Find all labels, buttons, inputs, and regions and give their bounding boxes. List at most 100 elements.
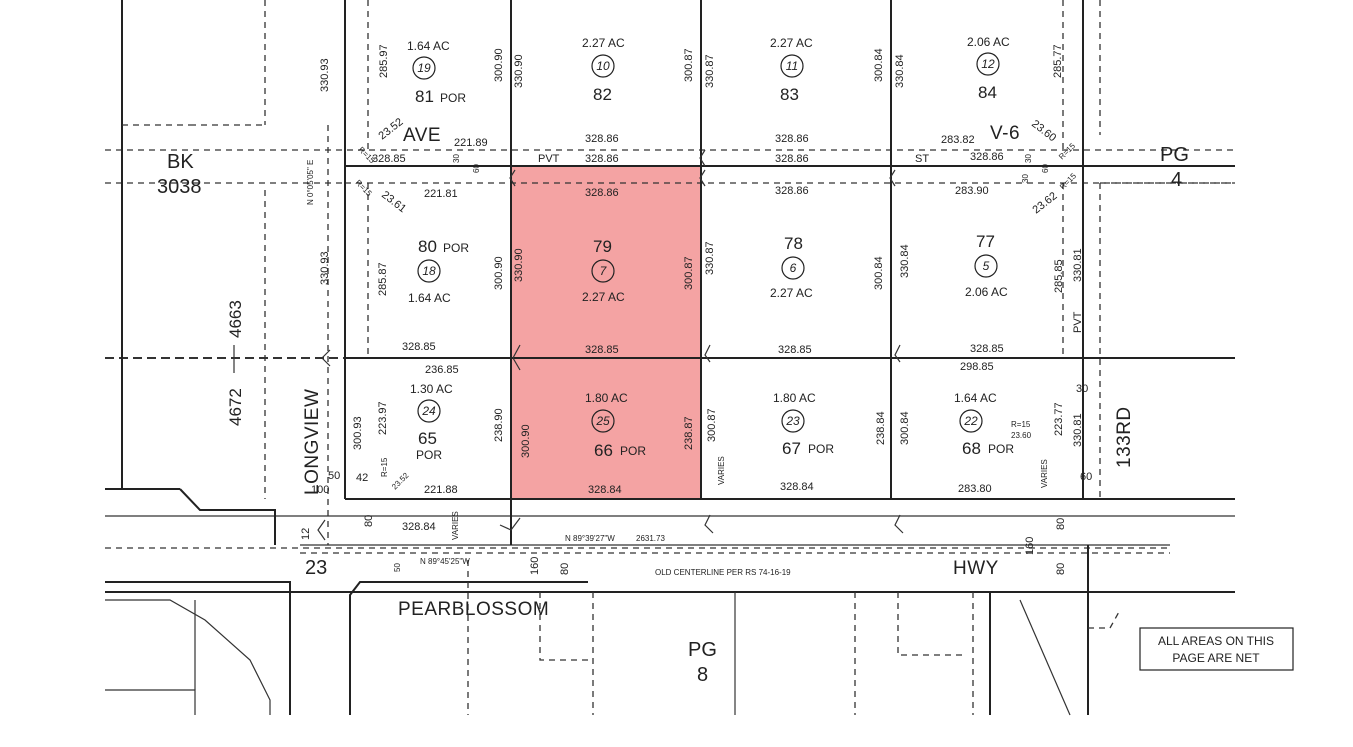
acres: 1.80 AC <box>585 391 628 405</box>
parcel-number: 6 <box>790 261 797 275</box>
acres: 1.80 AC <box>773 391 816 405</box>
acres: 2.27 AC <box>582 36 625 50</box>
dim: 300.84 <box>899 411 911 445</box>
dim: 238.87 <box>683 416 695 450</box>
bk-number: 3038 <box>157 176 202 198</box>
dim: 42 <box>356 472 368 484</box>
street-v6: V-6 <box>990 123 1020 144</box>
bk-label: BK <box>167 151 194 173</box>
dim: 328.86 <box>585 187 619 199</box>
lot-number: 80 <box>418 237 437 256</box>
dim: 328.84 <box>588 484 622 496</box>
dim: 328.84 <box>780 481 814 493</box>
dim: 330.81 <box>1072 248 1084 282</box>
dim: N 0°05'05" E <box>306 160 315 205</box>
dim: R=15 <box>354 178 374 198</box>
dim: 328.85 <box>778 344 812 356</box>
dim: 300.90 <box>493 48 505 82</box>
note-box: ALL AREAS ON THIS PAGE ARE NET <box>1139 627 1294 671</box>
dim: 60 <box>1080 471 1092 483</box>
dim: 221.81 <box>424 188 458 200</box>
street-ave: AVE <box>403 125 441 146</box>
acres: 2.27 AC <box>582 290 625 304</box>
dim: 328.86 <box>585 133 619 145</box>
dim: 330.87 <box>704 54 716 88</box>
lots-top-row: 1.64 AC 19 81 POR 2.27 AC 10 82 2.27 AC … <box>407 35 1010 106</box>
dim: VARIES <box>451 511 460 540</box>
dim: 330.93 <box>319 251 331 285</box>
dim: 328.86 <box>775 185 809 197</box>
dim: R=15 <box>1058 171 1078 191</box>
parcel-number: 11 <box>786 59 798 73</box>
dim: 330.84 <box>899 244 911 278</box>
dim: 328.85 <box>402 341 436 353</box>
dim: N 89°45'25"W <box>420 557 470 566</box>
lots-middle-row: 80 POR 18 1.64 AC 79 7 2.27 AC 78 6 2.27… <box>408 232 1008 305</box>
dim: 328.86 <box>775 153 809 165</box>
dim: 12 <box>300 528 312 540</box>
dim: 330.87 <box>704 241 716 275</box>
lot-suffix: POR <box>443 241 469 255</box>
dim: 30 <box>1021 174 1030 183</box>
dim: 223.77 <box>1053 402 1065 436</box>
dim: 300.87 <box>706 408 718 442</box>
lot-number: 67 <box>782 439 801 458</box>
lot-number: 66 <box>594 441 613 460</box>
highlighted-parcel-7[interactable] <box>511 167 701 359</box>
pg-right-number: 4 <box>1171 169 1182 191</box>
acres: 2.06 AC <box>965 285 1008 299</box>
lot-suffix: POR <box>808 442 834 456</box>
note-line-2: PAGE ARE NET <box>1172 651 1260 665</box>
parcel-number: 5 <box>983 259 990 273</box>
dim: VARIES <box>1040 459 1049 488</box>
dim: 50 <box>393 563 402 572</box>
lot-number: 82 <box>593 85 612 104</box>
parcel-number: 22 <box>963 414 978 428</box>
dim: 80 <box>1055 518 1067 530</box>
street-hwy: HWY <box>953 558 999 579</box>
lot-number: 79 <box>593 237 612 256</box>
dim: 23.52 <box>376 116 405 142</box>
ref-4663: 4663 <box>226 300 245 338</box>
street-labels: AVE V-6 ST LONGVIEW PEARBLOSSOM HWY 133R… <box>302 123 1135 620</box>
dim: 23.62 <box>1030 190 1059 216</box>
lot-number: 84 <box>978 83 997 102</box>
dim: 160 <box>529 557 541 575</box>
street-133rd: 133RD <box>1114 406 1135 468</box>
dim: PVT <box>538 153 560 165</box>
dim: 300.93 <box>352 416 364 450</box>
dim: 30 <box>1024 154 1033 163</box>
dim: 236.85 <box>425 364 459 376</box>
parcel-number: 24 <box>421 404 436 418</box>
parcel-number: 7 <box>600 264 608 278</box>
dim: 30 <box>452 154 461 163</box>
dim: R=15 <box>1057 141 1077 161</box>
dim: 300.90 <box>493 256 505 290</box>
lot-number: 81 <box>415 87 434 106</box>
dim: 300.84 <box>873 256 885 290</box>
acres: 1.64 AC <box>954 391 997 405</box>
dim: 23.61 <box>379 189 408 215</box>
dim: 238.90 <box>493 408 505 442</box>
dim: 330.93 <box>319 58 331 92</box>
arrow-marks <box>317 149 904 541</box>
lot-number: 68 <box>962 439 981 458</box>
highlighted-parcel-25[interactable] <box>511 359 701 499</box>
dim: 283.80 <box>958 483 992 495</box>
dim: 60 <box>472 164 481 173</box>
parcel-number: 25 <box>595 414 610 428</box>
ref-23: 23 <box>305 557 327 579</box>
dim: VARIES <box>717 456 726 485</box>
street-st: ST <box>915 153 929 165</box>
dim: 330.90 <box>513 54 525 88</box>
dim: 328.86 <box>585 153 619 165</box>
dim: 298.85 <box>960 361 994 373</box>
dim: 30 <box>1076 383 1088 395</box>
dim: 80 <box>559 563 571 575</box>
parcel-number: 18 <box>422 264 436 278</box>
dim: 330.90 <box>513 248 525 282</box>
lots-bottom-row: 1.30 AC 24 65 POR 1.80 AC 25 66 POR 1.80… <box>410 382 1014 462</box>
dim: 300.84 <box>873 48 885 82</box>
lot-number: 77 <box>976 232 995 251</box>
